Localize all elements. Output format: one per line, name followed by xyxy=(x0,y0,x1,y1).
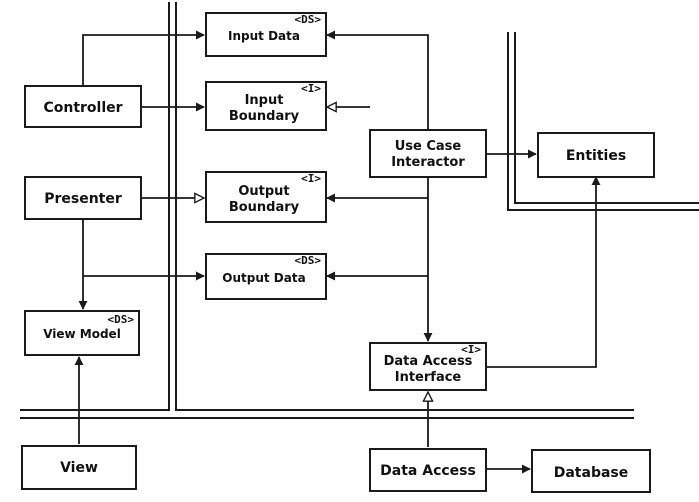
output-data-label: Output Data xyxy=(222,271,305,285)
entities-box: Entities xyxy=(537,132,655,178)
output-data-stereotype: <DS> xyxy=(295,254,322,267)
view-label: View xyxy=(60,460,98,476)
controller-label: Controller xyxy=(43,100,122,116)
use-case-interactor-box: Use Case Interactor xyxy=(369,129,487,178)
output-boundary-label-line-1: Output xyxy=(238,184,289,199)
boundary-walls xyxy=(20,2,699,419)
presenter-box: Presenter xyxy=(24,176,142,220)
input-data-box: <DS> Input Data xyxy=(205,12,327,57)
input-boundary-stereotype: <I> xyxy=(301,82,321,95)
data-access-interface-label-line-1: Data Access xyxy=(384,354,473,369)
data-access-interface-box: <I> Data Access Interface xyxy=(369,342,487,391)
view-model-label: View Model xyxy=(43,327,121,341)
boundary-wall-entities-inner xyxy=(514,32,699,204)
view-model-box: <DS> View Model xyxy=(24,310,140,356)
output-boundary-box: <I> Output Boundary xyxy=(205,171,327,223)
output-boundary-label-line-2: Boundary xyxy=(229,200,300,215)
input-boundary-label-line-1: Input xyxy=(245,93,284,108)
input-data-label: Input Data xyxy=(228,29,300,43)
view-box: View xyxy=(21,445,137,490)
input-boundary-box: <I> Input Boundary xyxy=(205,81,327,131)
use-case-interactor-label-line-2: Interactor xyxy=(391,155,465,170)
presenter-label: Presenter xyxy=(44,191,122,207)
data-access-interface-label-line-2: Interface xyxy=(395,370,462,385)
input-data-stereotype: <DS> xyxy=(295,13,322,26)
controller-to-input-data-arrow xyxy=(82,30,205,86)
database-label: Database xyxy=(554,465,629,481)
input-boundary-label-line-2: Boundary xyxy=(229,109,300,124)
output-boundary-stereotype: <I> xyxy=(301,172,321,185)
controller-box: Controller xyxy=(24,85,142,128)
data-access-interface-stereotype: <I> xyxy=(461,343,481,356)
output-data-box: <DS> Output Data xyxy=(205,253,327,300)
data-access-interface-to-entities-arrow xyxy=(486,176,601,368)
use-case-interactor-label-line-1: Use Case xyxy=(395,139,462,154)
boundary-wall-usecases-left xyxy=(175,2,634,411)
entities-label: Entities xyxy=(566,148,626,164)
data-access-box: Data Access xyxy=(369,448,487,492)
interactor-to-input-data-arrow xyxy=(326,30,429,130)
connections xyxy=(74,30,601,474)
data-access-label: Data Access xyxy=(380,463,476,479)
database-box: Database xyxy=(531,449,651,493)
view-model-stereotype: <DS> xyxy=(108,313,135,326)
boundary-wall-adapters-left xyxy=(20,2,170,411)
boundary-wall-entities-outer xyxy=(507,32,699,211)
